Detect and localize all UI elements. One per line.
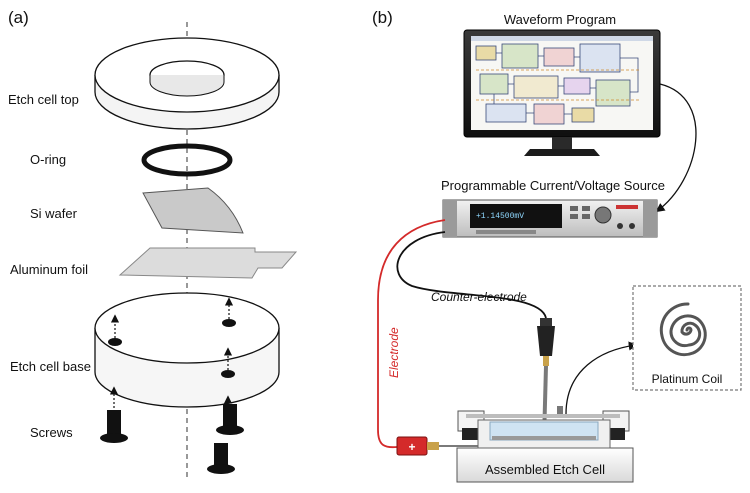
platinum-coil-panel: Platinum Coil [632, 285, 742, 391]
screws [100, 404, 244, 474]
assembled-etch-cell: Assembled Etch Cell [456, 406, 634, 483]
label-waveform-program: Waveform Program [504, 12, 616, 27]
coil-callout-arrow [565, 341, 638, 415]
monitor-foot [524, 149, 600, 156]
etch-cell-base [94, 292, 280, 408]
si-wafer [142, 187, 244, 234]
label-etch-cell-top: Etch cell top [8, 92, 79, 107]
control-knob-icon [594, 206, 612, 224]
label-electrode: Electrode [387, 327, 401, 378]
label-aluminum-foil: Aluminum foil [10, 262, 88, 277]
panel-a-tag: (a) [8, 8, 29, 27]
monitor [463, 29, 661, 156]
aluminum-foil [118, 247, 298, 279]
label-platinum-coil: Platinum Coil [652, 372, 723, 386]
screw-icon [100, 410, 128, 443]
electrode-clip: + [396, 436, 482, 456]
screw-hole-icon [221, 370, 235, 378]
label-o-ring: O-ring [30, 152, 66, 167]
label-si-wafer: Si wafer [30, 206, 78, 221]
o-ring [141, 143, 233, 177]
counter-electrode-wire [396, 231, 547, 319]
screw-hole-icon [108, 338, 122, 346]
monitor-stand [552, 137, 572, 149]
source-readout: +1.14500mV [476, 212, 524, 221]
etch-cell-top [94, 37, 280, 130]
signal-arrow [655, 83, 697, 213]
panel-a: (a) Etch cell top O-ring Si wafer Alumin… [8, 8, 298, 478]
label-etch-cell-base: Etch cell base [10, 359, 91, 374]
electrode-wire [377, 219, 446, 449]
label-screws: Screws [30, 425, 73, 440]
label-counter-electrode: Counter-electrode [431, 290, 527, 304]
label-source: Programmable Current/Voltage Source [441, 178, 665, 193]
current-voltage-source: +1.14500mV [442, 199, 658, 238]
assembly-arrows [109, 297, 234, 418]
screw-icon [216, 404, 244, 435]
plus-sign: + [408, 440, 415, 454]
counter-electrode-clip [537, 318, 555, 441]
panel-b-tag: (b) [372, 8, 393, 27]
screw-icon [207, 443, 235, 474]
label-assembled-cell: Assembled Etch Cell [485, 462, 605, 477]
screw-hole-icon [222, 319, 236, 327]
block-diagram-program [475, 43, 640, 125]
display-panel [470, 204, 562, 228]
panel-b: (b) Waveform Program [372, 8, 742, 483]
platinum-coil-icon [659, 302, 707, 357]
